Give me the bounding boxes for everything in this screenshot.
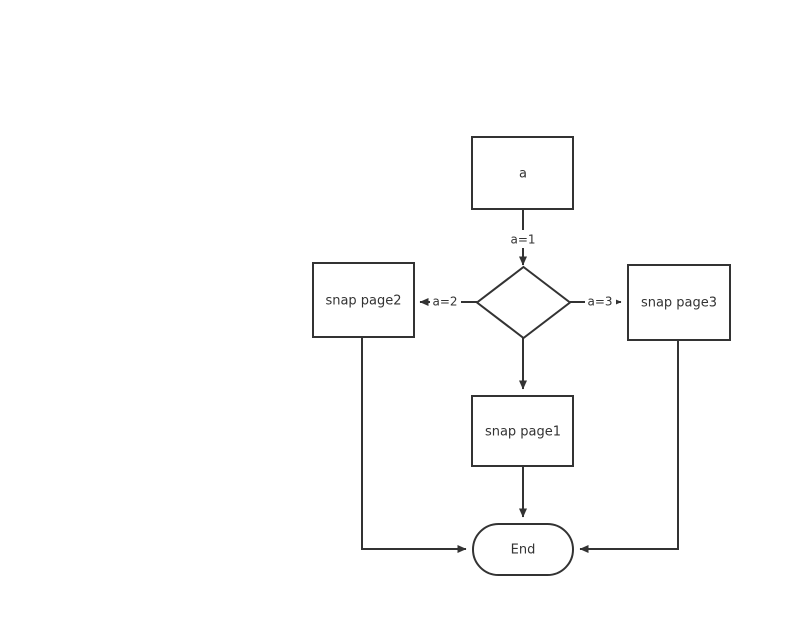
node-page1[interactable]: snap page1 — [471, 395, 574, 467]
node-end-rect[interactable] — [472, 523, 574, 576]
edge-page3-to-end-line — [579, 340, 679, 553]
node-start[interactable]: a — [471, 136, 574, 210]
node-end[interactable]: End — [472, 523, 574, 576]
node-page1-label: snap page1 — [485, 425, 561, 440]
edge-label-bg-a3 — [585, 294, 616, 310]
edge-start-to-decision: a=1 — [507, 209, 539, 266]
node-page3-label: snap page3 — [641, 296, 717, 311]
edge-page2-to-end — [361, 337, 467, 553]
node-page2-rect[interactable] — [312, 262, 415, 338]
edge-label-bg-a2 — [430, 294, 461, 310]
edge-label-a1: a=1 — [510, 233, 535, 247]
node-page2[interactable]: snap page2 — [312, 262, 415, 338]
node-decision-diamond[interactable] — [475, 265, 572, 340]
edge-label-bg-a1 — [507, 231, 539, 247]
node-page1-rect[interactable] — [471, 395, 574, 467]
node-start-rect[interactable] — [471, 136, 574, 210]
node-end-label: End — [511, 543, 536, 558]
edge-decision-to-page3: a=3 — [570, 294, 622, 310]
node-page3-rect[interactable] — [627, 264, 731, 341]
node-decision[interactable] — [475, 265, 572, 340]
node-page2-label: snap page2 — [325, 294, 401, 309]
edge-page3-to-end — [579, 340, 679, 553]
edge-label-a3: a=3 — [587, 295, 612, 309]
edge-label-a2: a=2 — [432, 295, 457, 309]
node-page3[interactable]: snap page3 — [627, 264, 731, 341]
node-start-label: a — [519, 167, 527, 182]
edge-decision-to-page2: a=2 — [419, 294, 477, 310]
edge-page2-to-end-line — [361, 337, 467, 553]
